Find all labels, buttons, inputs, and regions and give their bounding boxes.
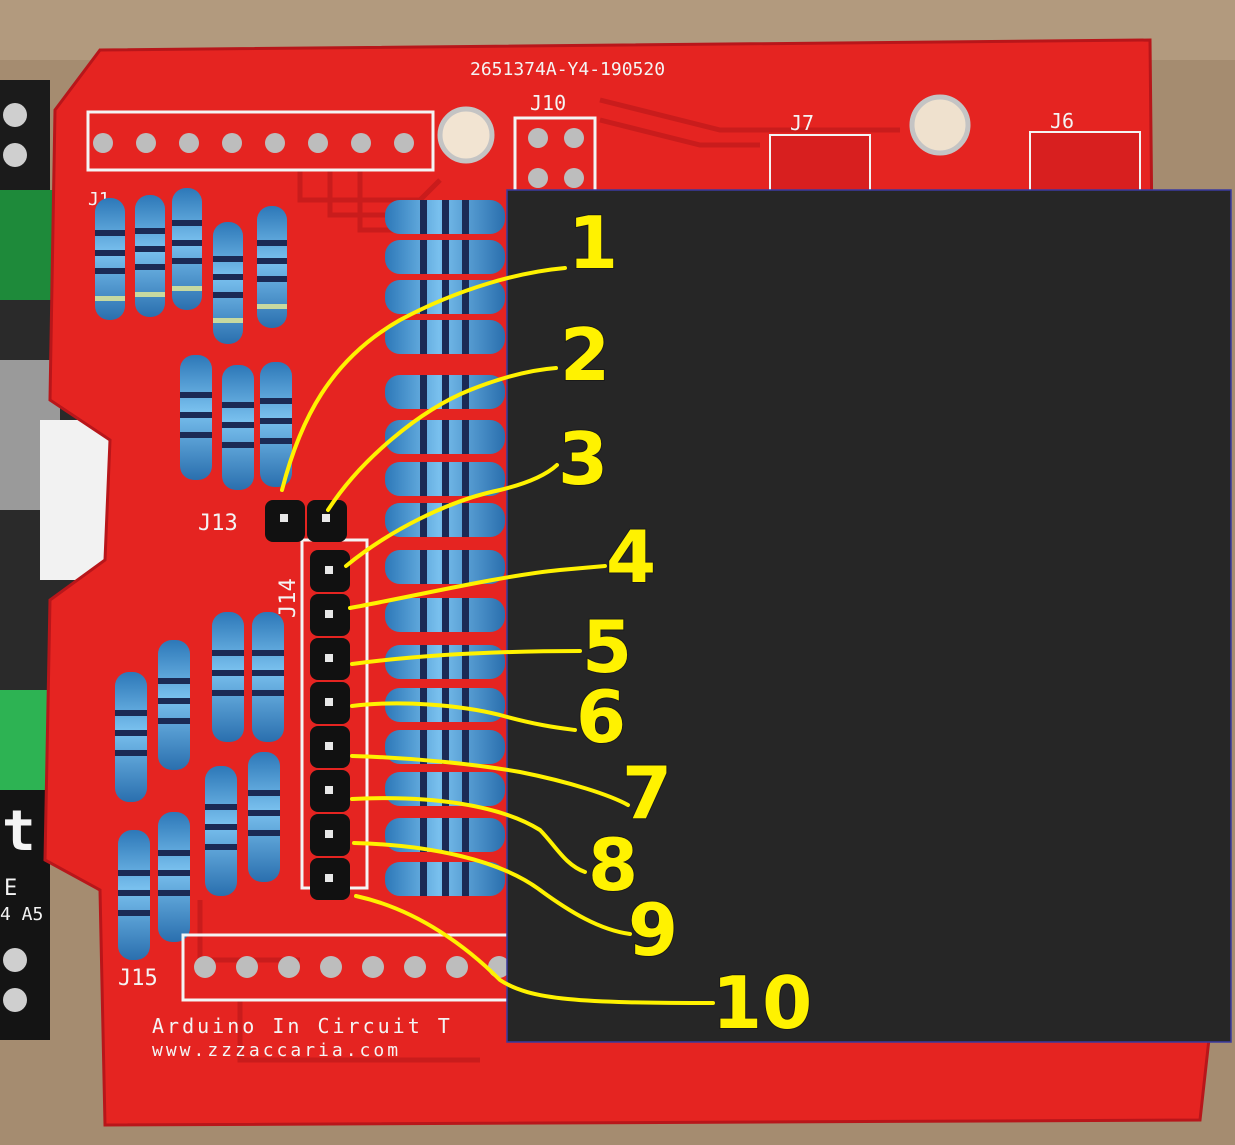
label-j10: J10	[530, 91, 566, 115]
callout-2: 2	[560, 313, 610, 397]
side-board-a5: 4 A5	[0, 904, 43, 925]
wire-9	[352, 841, 632, 936]
j13-header	[265, 500, 347, 542]
callout-7: 7	[622, 751, 672, 835]
side-board-letter: t	[2, 799, 36, 864]
resistor-cluster-top-left	[95, 188, 287, 344]
j1-outline	[86, 110, 435, 172]
j10-pad	[564, 168, 584, 188]
wire-6	[350, 701, 577, 732]
j10-pad	[528, 168, 548, 188]
callout-3: 3	[558, 417, 608, 501]
board-footer-line1: Arduino In Circuit T	[152, 1014, 453, 1038]
board-footer-line2: www.zzzaccaria.com	[152, 1040, 401, 1061]
j7-connector	[769, 134, 871, 196]
resistor-cluster-mid-left	[180, 355, 292, 490]
j1-pads	[93, 133, 414, 153]
label-j13: J13	[198, 511, 238, 536]
j15-pads	[194, 956, 510, 978]
mounting-hole	[437, 106, 495, 164]
j6-connector	[1029, 131, 1141, 195]
callout-5: 5	[582, 605, 632, 689]
callout-4: 4	[606, 515, 656, 599]
j10-pad	[528, 128, 548, 148]
wire-1	[280, 266, 567, 492]
label-j15: J15	[118, 966, 158, 991]
j14-header	[310, 550, 350, 900]
resistor-cluster-bottom-left	[115, 612, 284, 960]
label-j6: J6	[1050, 109, 1074, 133]
wire-4	[348, 564, 607, 610]
label-j7: J7	[790, 111, 814, 135]
wire-7	[350, 754, 630, 807]
wire-10	[354, 894, 715, 1005]
callout-wires	[280, 266, 715, 1005]
j10-pad	[564, 128, 584, 148]
mounting-hole	[909, 94, 971, 156]
label-j14: J14	[276, 578, 301, 618]
dark-overlay-panel	[506, 189, 1232, 1043]
callout-1: 1	[568, 201, 618, 285]
callout-10: 10	[712, 961, 812, 1045]
callout-9: 9	[628, 888, 678, 972]
callout-6: 6	[576, 675, 626, 759]
callout-numbers: 1 2 3 4 5 6 7 8 9 10	[557, 200, 813, 1046]
callout-8: 8	[588, 823, 638, 907]
side-board-e: E	[4, 876, 17, 901]
part-number: 2651374A-Y4-190520	[470, 59, 665, 80]
wire-3	[344, 463, 559, 568]
wire-2	[326, 366, 558, 512]
wire-8	[350, 796, 587, 874]
wire-5	[350, 649, 582, 666]
